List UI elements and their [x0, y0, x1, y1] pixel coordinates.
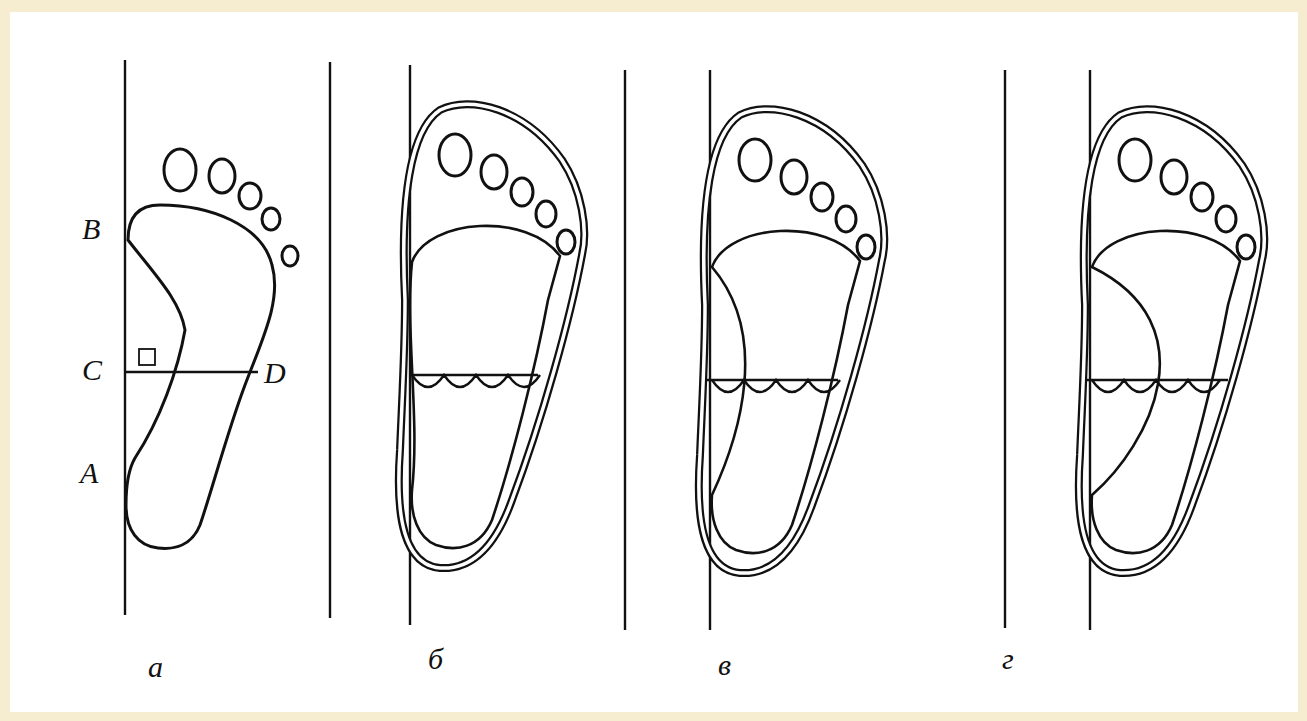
- point-label: D: [262, 358, 288, 388]
- panel-letter: а: [146, 652, 165, 682]
- panel-letter: в: [716, 650, 733, 680]
- panel-letter: г: [1000, 644, 1016, 674]
- panel-letter: б: [426, 644, 445, 674]
- point-label: C: [80, 355, 104, 385]
- page-ground: [10, 12, 1298, 712]
- point-label: A: [78, 458, 100, 488]
- point-label: B: [80, 214, 102, 244]
